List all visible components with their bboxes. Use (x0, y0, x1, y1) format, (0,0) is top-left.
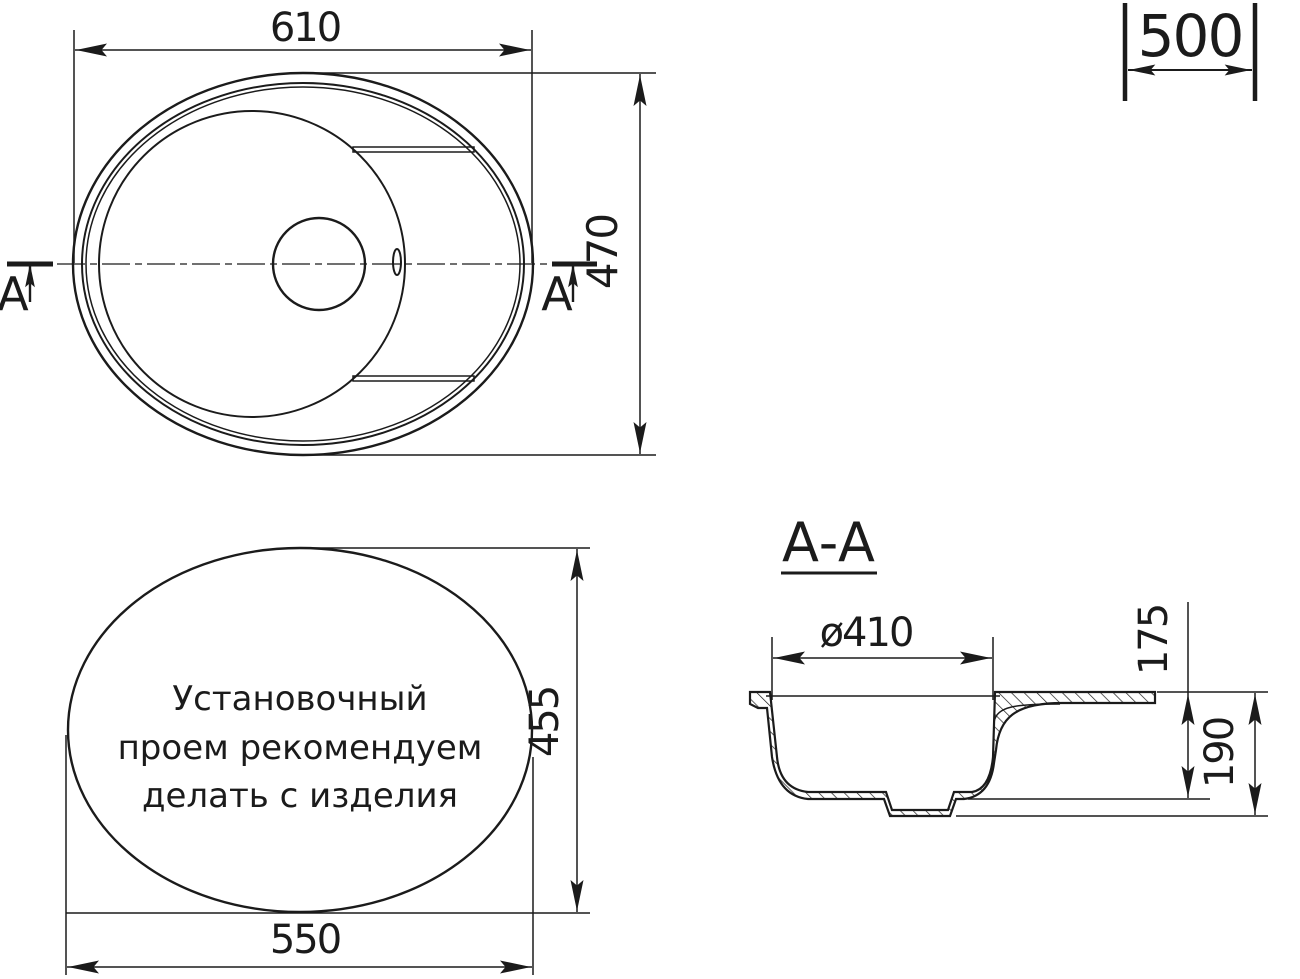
cutout-height-value: 455 (522, 687, 568, 757)
section-label-right: A (541, 267, 573, 321)
bowl-fillet-edge (993, 703, 1061, 723)
cutout-note-line1: Установочный (172, 679, 427, 719)
section-label-left: A (0, 267, 29, 321)
dimension-overall-depth-190: 190 (1197, 693, 1262, 815)
cutout-outline (66, 546, 534, 914)
depth-dimension: 500 (1122, 2, 1258, 101)
dimension-bowl-diameter-410: ø410 (771, 610, 994, 700)
overflow-slot (392, 248, 402, 276)
dimension-bowl-depth-175: 175 (1131, 602, 1195, 798)
dimension-cutout-height-455: 455 (66, 547, 590, 914)
dimension-cutout-width-550: 550 (65, 735, 534, 975)
overall-depth-value: 190 (1197, 718, 1243, 788)
height-value: 470 (578, 215, 627, 289)
depth-value: 500 (1138, 2, 1243, 70)
section-title: A-A (782, 511, 876, 574)
section-view: A-A ø410 175 (748, 511, 1268, 818)
drainboard-bar-top (352, 146, 475, 153)
dimension-height-470: 470 (310, 72, 656, 456)
cutout-width-value: 550 (270, 917, 340, 963)
width-value: 610 (270, 5, 340, 51)
drainboard-bar-bottom (352, 375, 475, 382)
bowl-depth-value: 175 (1131, 605, 1177, 675)
cutout-view: Установочный проем рекомендуем делать с … (65, 546, 590, 975)
dimension-width-610: 610 (73, 5, 533, 263)
cutout-note-line3: делать с изделия (142, 776, 458, 816)
cutout-note-line2: проем рекомендуем (118, 728, 483, 768)
bowl-diameter-value: ø410 (820, 610, 913, 656)
section-cut-marker-right: A (541, 261, 597, 321)
top-view: A A 610 470 (0, 5, 656, 457)
section-cut-profile (748, 690, 1157, 818)
section-cut-marker-left: A (0, 261, 53, 321)
